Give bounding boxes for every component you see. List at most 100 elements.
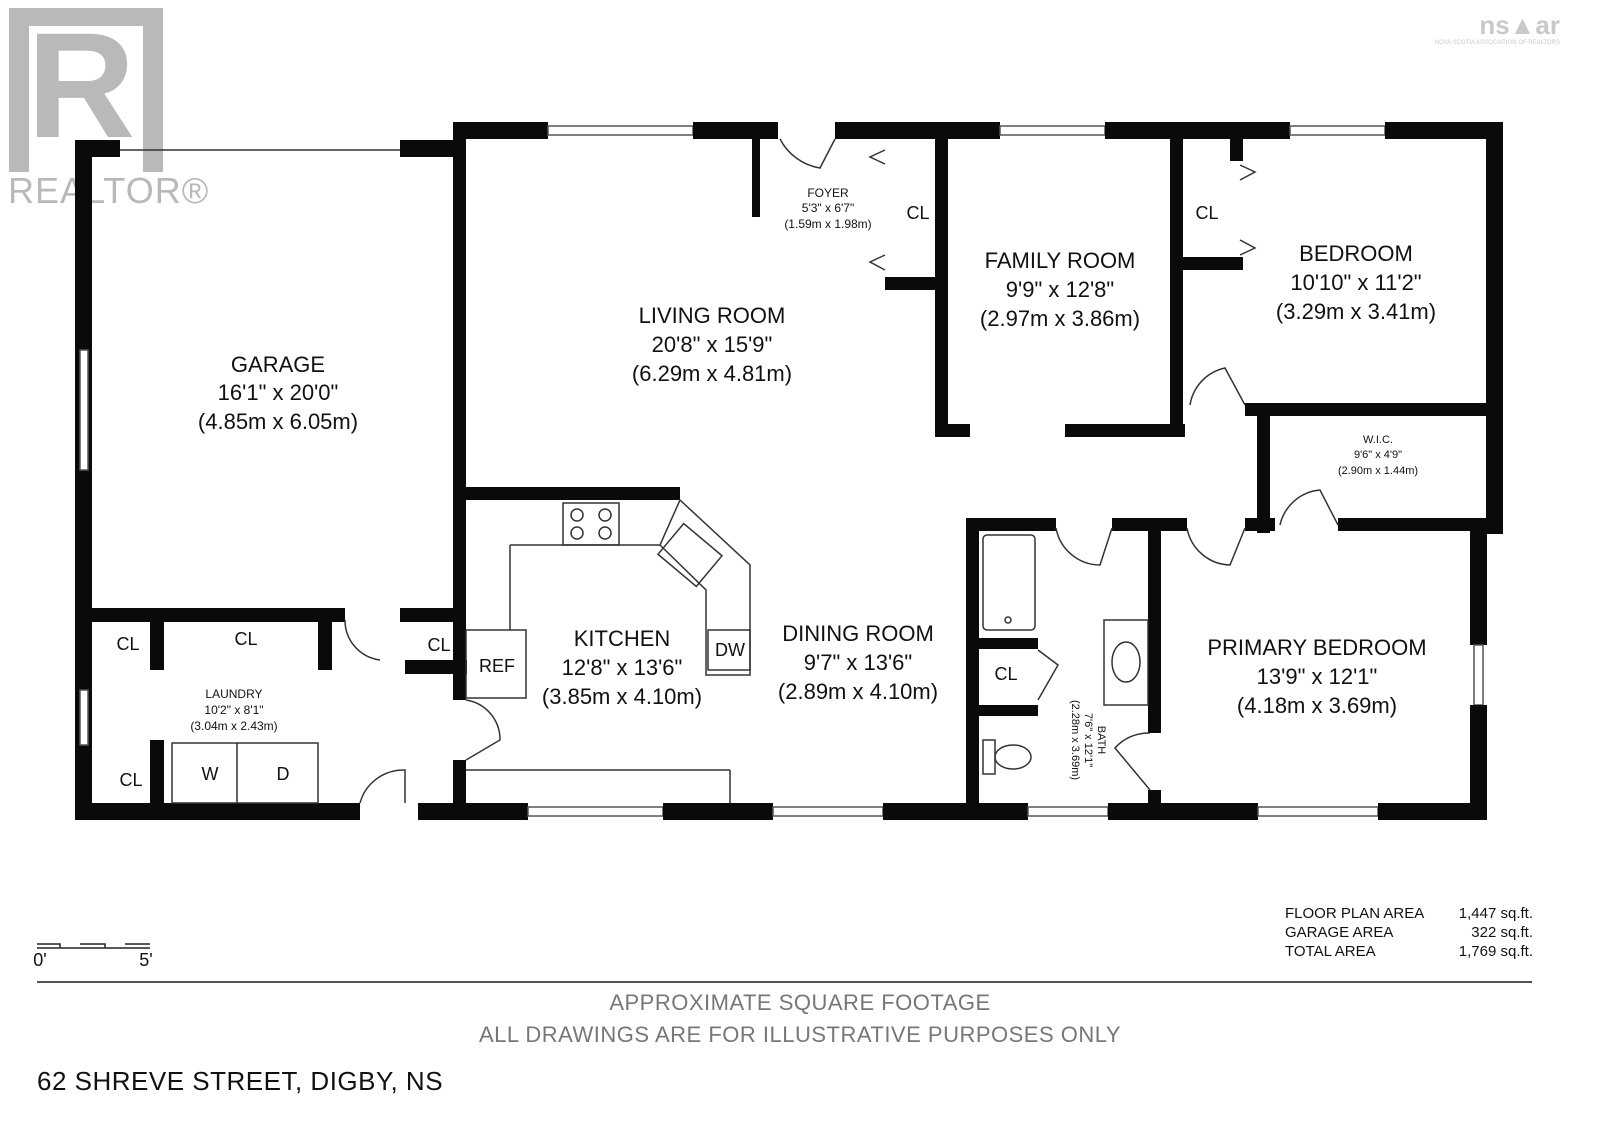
dishwasher-outline [707,629,751,671]
laundry-closet-label-3: CL [427,635,450,655]
bedroom-imperial: 10'10" x 11'2" [1290,270,1421,295]
bedroom-name: BEDROOM [1299,241,1413,266]
garage-imperial: 16'1" x 20'0" [218,380,339,405]
dining-imperial: 9'7" x 13'6" [804,650,912,675]
family-south-wall-2 [1065,424,1185,437]
washer-label: W [202,764,219,784]
foyer-cl-door-1 [868,149,886,165]
scale-bar-ticks [37,943,150,948]
family-imperial: 9'9" x 12'8" [1006,277,1114,302]
family-west-wall [935,139,948,437]
garage-north-wall [400,140,460,157]
bath-label-group: BATH 7'6" x 12'1" (2.28m x 3.69m) [1069,700,1107,780]
primary-imperial: 13'9" x 12'1" [1257,664,1378,689]
wic-imperial: 9'6" x 4'9" [1354,449,1402,461]
bath-cl-door [1037,649,1059,701]
bath-window [1027,806,1109,817]
garage-metric: (4.85m x 6.05m) [198,409,358,434]
kitchen-north-wall [466,487,680,500]
scale-start-label: 0' [33,950,46,970]
area-label: TOTAL AREA [1285,943,1376,960]
stove-outline [562,502,620,546]
bathtub-drain [1004,616,1012,624]
laundry-cl-wall-3 [150,740,164,810]
bedroom-cl-door-1 [1239,164,1257,181]
south-wall-4 [1108,803,1258,820]
laundry-imperial: 10'2" x 8'1" [204,703,263,717]
realtor-logo: R [9,8,163,174]
foyer-divider [752,139,760,217]
bedroom-south-wall [1245,403,1503,416]
primary-metric: (4.18m x 3.69m) [1237,693,1397,718]
area-label: FLOOR PLAN AREA [1285,905,1425,922]
south-wall-5 [1378,803,1487,820]
bath-east-wall [1148,518,1161,733]
area-row-garage: GARAGE AREA 322 sq.ft. [1285,924,1533,941]
bathtub [982,534,1036,631]
garage-west-wall [75,140,92,820]
bedroom-door-swing [1189,367,1246,406]
bath-second-door [1114,732,1151,791]
stove-burner-3 [570,526,584,540]
primary-door-swing [1186,527,1246,566]
area-value: 1,447 sq.ft. [1458,905,1533,922]
stove-burner-2 [598,508,612,522]
bath-cl-south-wall [978,705,1038,716]
south-wall-1 [418,803,528,820]
north-wall-3 [835,122,1000,139]
nsar-logo: ns▲ar [1479,10,1560,40]
realtor-logo-text: REALTOR® [8,170,210,211]
laundry-door-swing [344,619,381,661]
divider-wall-bottom [453,760,466,820]
scale-end-label: 5' [139,950,152,970]
family-south-wall-1 [935,424,970,437]
garage-window [79,349,89,471]
family-east-wall [1170,139,1183,437]
bedroom-closet-label: CL [1195,203,1218,223]
laundry-north-wall [75,608,345,622]
foyer-name: FOYER [807,186,849,200]
dining-metric: (2.89m x 4.10m) [778,679,938,704]
foyer-cl-door-2 [868,254,886,271]
laundry-closet-label-4: CL [119,770,142,790]
east-wall-lower-1 [1470,520,1487,645]
toilet-tank [982,739,996,775]
wic-south-wall-2 [1338,518,1503,531]
wic-west-wall [1257,403,1270,533]
wic-south-wall-1 [1245,518,1275,531]
family-metric: (2.97m x 3.86m) [980,306,1140,331]
south-wall-3 [883,803,1028,820]
north-wall-2 [693,122,778,139]
bath-name: BATH [1095,726,1107,755]
area-row-total: TOTAL AREA 1,769 sq.ft. [1285,943,1533,960]
garage-north-wall-stub [75,140,120,157]
living-name: LIVING ROOM [639,303,786,328]
bath-west-wall [966,518,979,818]
disclaimer-line-2: ALL DRAWINGS ARE FOR ILLUSTRATIVE PURPOS… [478,1022,1122,1047]
living-metric: (6.29m x 4.81m) [632,361,792,386]
family-name: FAMILY ROOM [985,248,1136,273]
laundry-exterior-door-swing [359,769,406,804]
bedroom-cl-wall [1183,257,1243,270]
toilet-bowl [994,744,1032,770]
bath-closet-label: CL [994,664,1017,684]
south-wall-garage [75,803,360,820]
living-imperial: 20'8" x 15'9" [652,332,773,357]
foyer-cl-wall [885,277,940,290]
garage-divider-wall [453,122,466,620]
kitchen-garage-door-swing [465,699,501,761]
disclaimer-line-1: APPROXIMATE SQUARE FOOTAGE [609,990,991,1015]
north-wall-4 [1105,122,1290,139]
laundry-cl-wall-1 [150,620,164,670]
east-wall-lower-2 [1470,705,1487,820]
bedroom-window [1289,125,1386,136]
south-wall-2 [663,803,773,820]
laundry-cl-wall-2 [318,620,332,670]
kitchen-sink [656,522,724,588]
bath-cl-north-wall [978,638,1038,649]
front-door-swing [779,138,836,169]
refrigerator-outline [465,629,527,699]
east-wall-upper [1486,122,1503,534]
area-summary: FLOOR PLAN AREA 1,447 sq.ft. GARAGE AREA… [1285,905,1533,960]
vanity-sink [1111,641,1141,683]
